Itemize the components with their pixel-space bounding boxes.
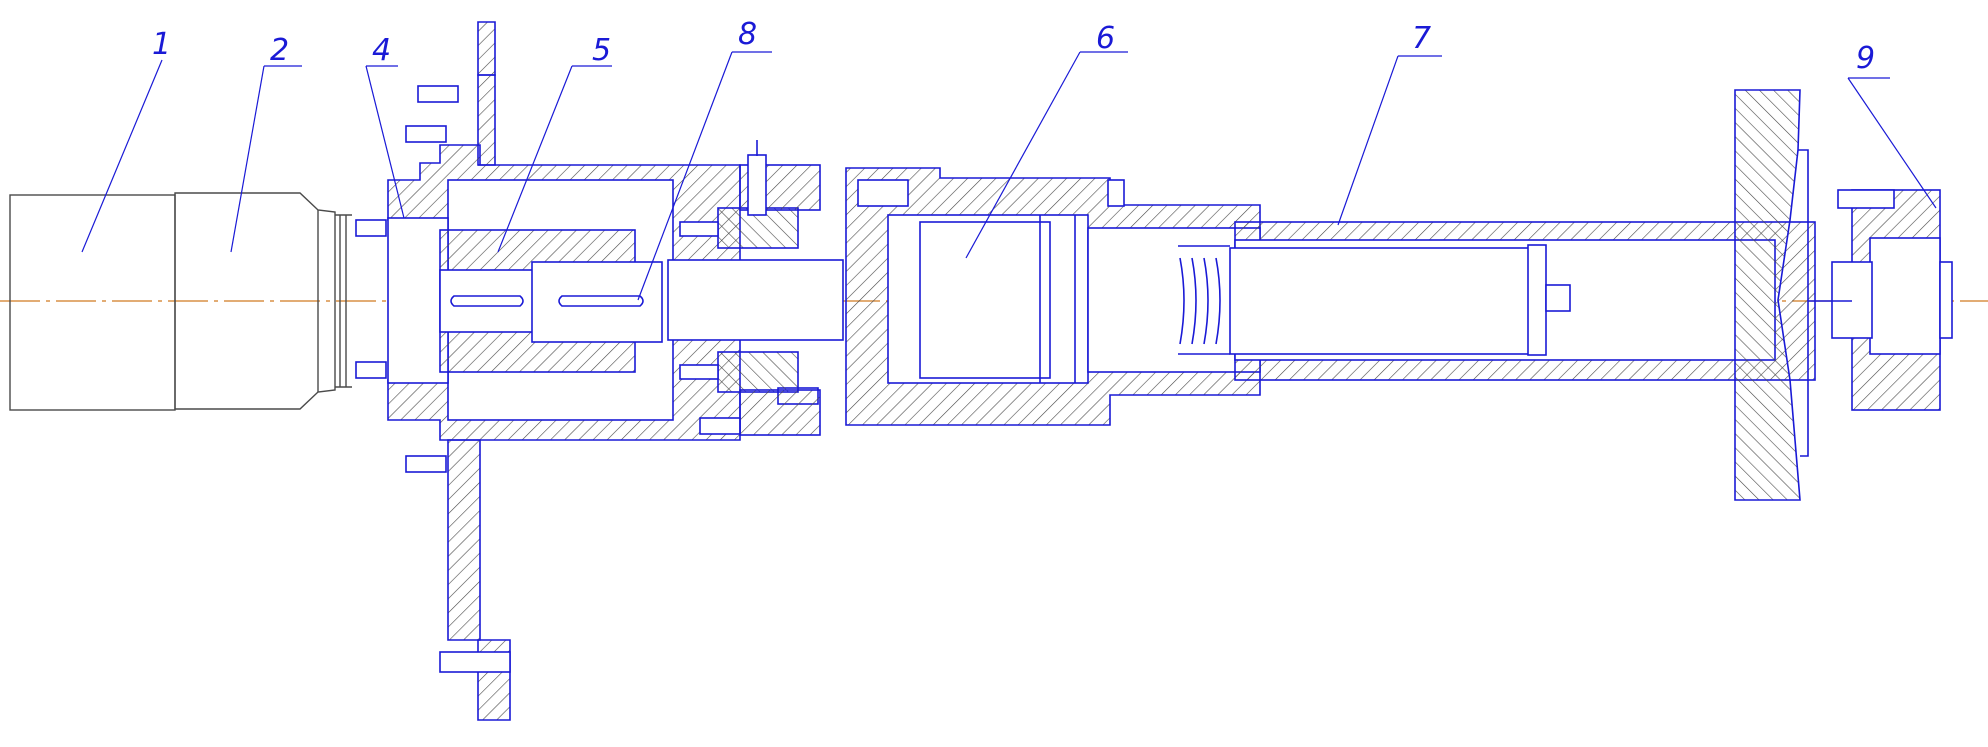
tube-part-7 bbox=[1178, 221, 1816, 381]
callout-label-1: 1 bbox=[152, 27, 171, 62]
coupling-part-5 bbox=[439, 229, 663, 373]
reducer-part-2 bbox=[174, 192, 352, 410]
callout-label-6: 6 bbox=[1096, 21, 1115, 56]
callout-label-4: 4 bbox=[372, 33, 391, 68]
nut-housing-part-6 bbox=[845, 167, 1261, 426]
callout-label-9: 9 bbox=[1856, 41, 1875, 76]
leader-lines bbox=[81, 51, 1937, 301]
shaft-bearing-part-8 bbox=[667, 140, 844, 436]
callout-labels: 1 2 4 5 8 6 7 9 bbox=[152, 17, 1875, 76]
callout-label-2: 2 bbox=[270, 33, 289, 68]
callout-label-7: 7 bbox=[1412, 21, 1431, 56]
mounting-wall bbox=[1734, 89, 1809, 501]
callout-label-8: 8 bbox=[738, 17, 757, 52]
end-clamp-part-9 bbox=[1808, 189, 1953, 411]
callout-label-5: 5 bbox=[592, 33, 611, 68]
